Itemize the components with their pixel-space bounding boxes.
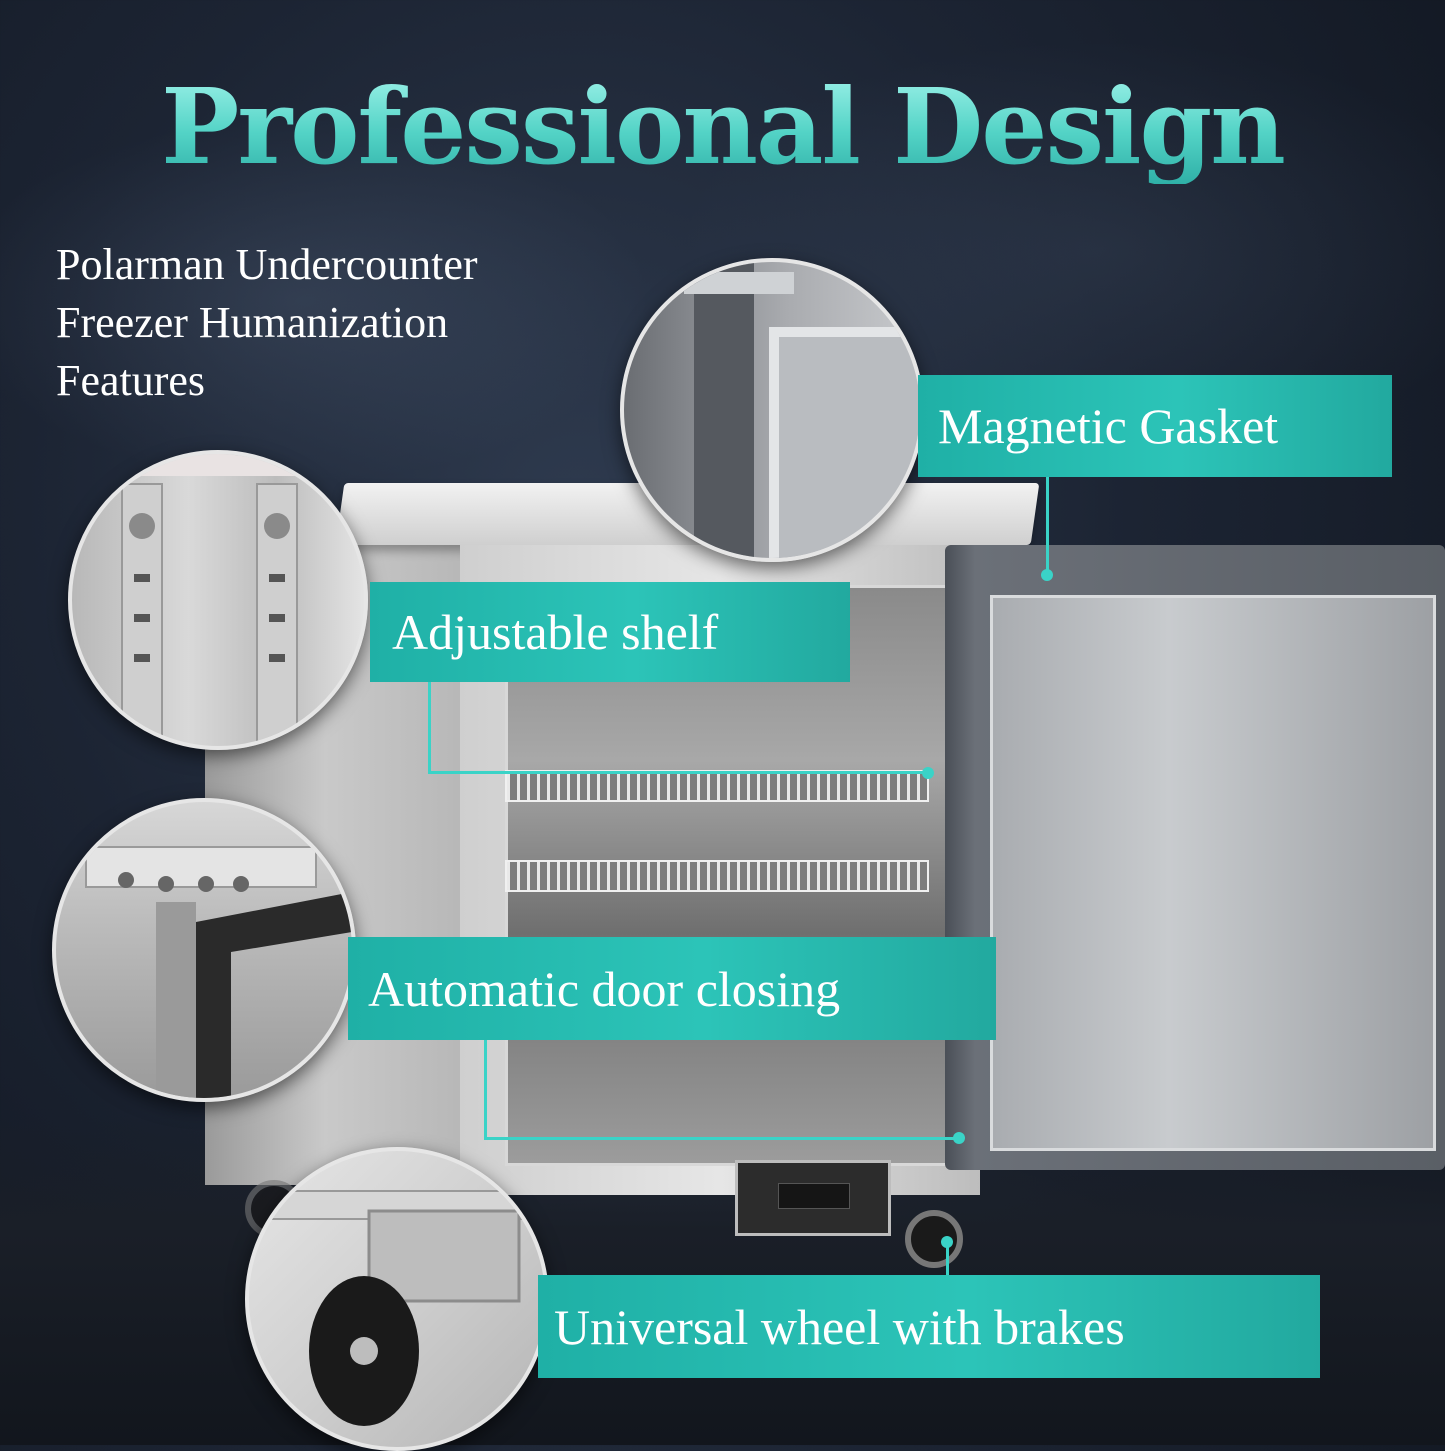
freezer-door-panel xyxy=(990,595,1436,1151)
product-subtitle: Polarman Undercounter Freezer Humanizati… xyxy=(56,236,478,410)
gasket-leader-line xyxy=(1046,477,1049,575)
caster-wheel-closeup xyxy=(245,1147,549,1451)
door-leader-dot xyxy=(953,1132,965,1144)
subtitle-line-2: Freezer Humanization xyxy=(56,298,449,347)
wire-shelf-lower xyxy=(505,860,929,892)
door-hinge-closeup xyxy=(52,798,356,1102)
magnetic-gasket-closeup xyxy=(620,258,924,562)
control-display xyxy=(778,1183,850,1209)
wheel-leader-dot xyxy=(941,1236,953,1248)
door-leader-vertical xyxy=(484,1040,487,1140)
gasket-leader-dot xyxy=(1041,569,1053,581)
subtitle-line-3: Features xyxy=(56,356,206,405)
door-leader-horizontal xyxy=(484,1137,959,1140)
page-title: Professional Design xyxy=(0,69,1445,184)
adjustable-shelf-closeup xyxy=(68,450,368,750)
feature-label-magnetic-gasket: Magnetic Gasket xyxy=(918,375,1392,477)
shelf-leader-horizontal xyxy=(428,771,928,774)
feature-label-automatic-door-closing: Automatic door closing xyxy=(348,937,996,1040)
temperature-control-panel xyxy=(735,1160,891,1236)
wheel-leader-line xyxy=(946,1240,949,1276)
feature-label-adjustable-shelf: Adjustable shelf xyxy=(370,582,850,682)
shelf-leader-vertical xyxy=(428,682,431,774)
subtitle-line-1: Polarman Undercounter xyxy=(56,240,478,289)
wire-shelf-upper xyxy=(505,770,929,802)
caster-wheel xyxy=(905,1210,963,1268)
feature-label-universal-wheel: Universal wheel with brakes xyxy=(538,1275,1320,1378)
shelf-leader-dot xyxy=(922,767,934,779)
